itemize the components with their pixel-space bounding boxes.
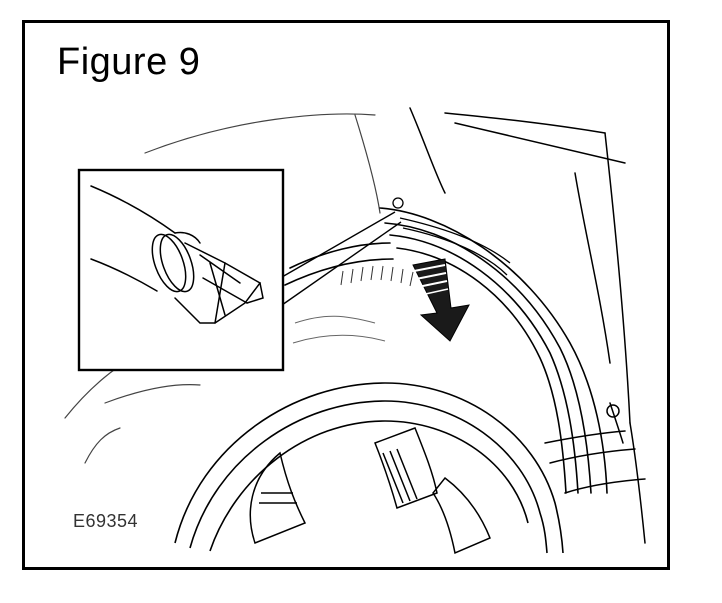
wheel-arch-illustration bbox=[64, 107, 646, 555]
wheel-arch-liner bbox=[284, 207, 608, 494]
wheel bbox=[174, 382, 564, 554]
down-arrow-icon bbox=[412, 258, 470, 342]
wheel-spokes bbox=[249, 427, 491, 555]
background-curves bbox=[292, 315, 386, 344]
fender-structure bbox=[409, 107, 646, 544]
liner-ribs bbox=[340, 265, 414, 287]
clip-location bbox=[392, 197, 511, 276]
figure-frame: Figure 9 bbox=[22, 20, 670, 570]
figure-title: Figure 9 bbox=[57, 41, 201, 83]
callout-leader-lines bbox=[281, 211, 402, 306]
inset-detail-box bbox=[77, 168, 285, 372]
clip-removal-tool bbox=[90, 185, 264, 324]
body-panel-lines bbox=[64, 113, 381, 464]
reference-code: E69354 bbox=[73, 511, 139, 531]
